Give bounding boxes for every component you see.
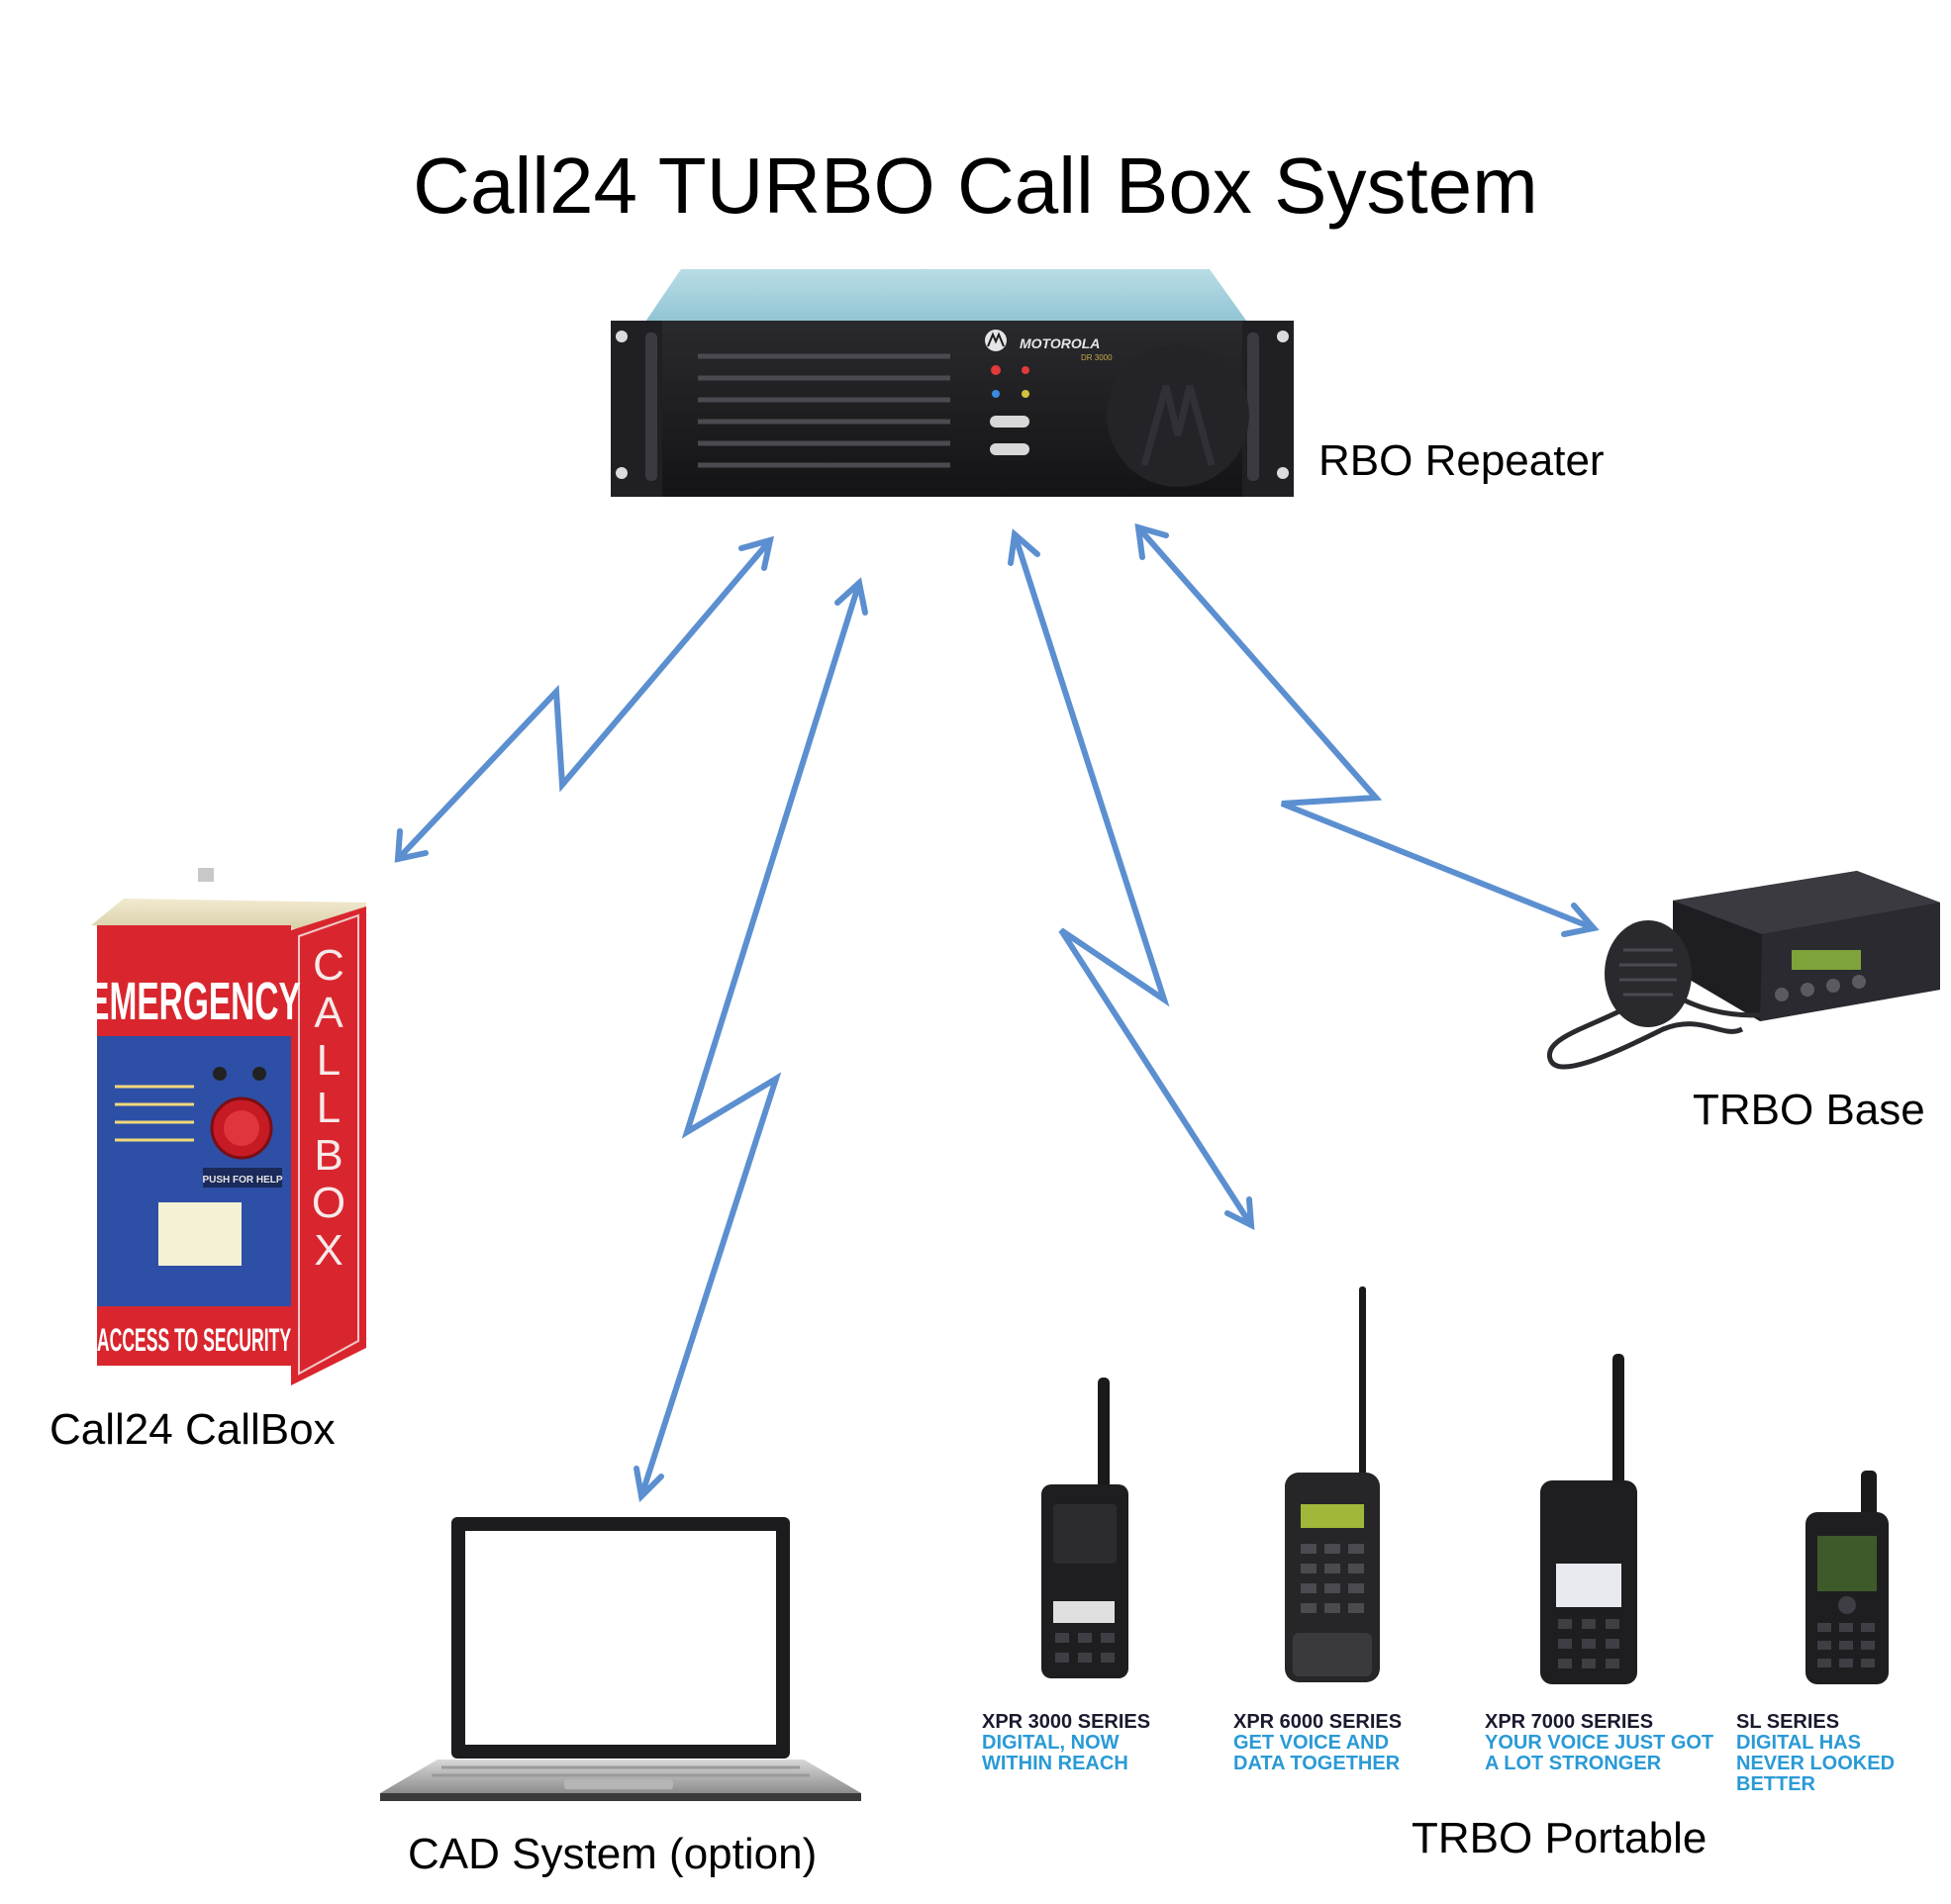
series-tagline: DIGITAL HAS NEVER LOOKED BETTER <box>1736 1732 1896 1795</box>
series-caption-xpr3000: XPR 3000 SERIES DIGITAL, NOW WITHIN REAC… <box>982 1712 1190 1774</box>
series-name: SL SERIES <box>1736 1711 1840 1733</box>
link-portable <box>1012 531 1254 1228</box>
link-cad <box>638 580 862 1499</box>
link-callbox-head-1 <box>738 535 774 571</box>
link-arrows <box>394 523 1600 1503</box>
callbox-side-letter: O <box>312 1179 345 1227</box>
callbox-button-text: PUSH FOR HELP <box>202 1175 282 1186</box>
repeater-brand: MOTOROLA <box>1020 335 1100 351</box>
portable-radio-sl <box>1805 1471 1889 1684</box>
link-portable-head-2 <box>1224 1196 1255 1231</box>
series-caption-sl: SL SERIES DIGITAL HAS NEVER LOOKED BETTE… <box>1736 1712 1930 1795</box>
repeater-label: RBO Repeater <box>1318 436 1605 485</box>
series-name: XPR 6000 SERIES <box>1233 1711 1403 1733</box>
series-tagline: DIGITAL, NOW WITHIN REACH <box>982 1732 1128 1774</box>
portable-radio-xpr6000 <box>1285 1286 1380 1682</box>
callbox-device: EMERGENCY PUSH FOR HELP ACCESS TO SECURI… <box>87 868 366 1385</box>
link-base <box>1135 524 1597 931</box>
series-tagline: YOUR VOICE JUST GOT A LOT STRONGER <box>1485 1732 1714 1774</box>
callbox-side-letter: B <box>314 1131 342 1180</box>
link-base-head-2 <box>1561 903 1600 937</box>
link-callbox-head-2 <box>394 828 429 863</box>
series-name: XPR 3000 SERIES <box>982 1711 1151 1733</box>
portable-label: TRBO Portable <box>1412 1814 1707 1862</box>
base-label: TRBO Base <box>1693 1086 1925 1134</box>
portable-radio-xpr7000 <box>1540 1354 1637 1684</box>
portable-radio-xpr3000 <box>1041 1378 1128 1678</box>
callbox-side-letter: L <box>317 1084 341 1132</box>
repeater-model: DR 3000 <box>1081 353 1113 362</box>
series-name: XPR 7000 SERIES <box>1485 1711 1654 1733</box>
callbox-side-letter: L <box>317 1036 341 1085</box>
callbox-side-letter: A <box>314 989 343 1037</box>
diagram-title: Call24 TURBO Call Box System <box>413 142 1538 230</box>
callbox-side-letter: C <box>313 941 344 990</box>
callbox-side-letter: X <box>314 1226 342 1275</box>
link-callbox <box>395 537 773 862</box>
repeater-device: MOTOROLA DR 3000 <box>611 269 1294 497</box>
callbox-label: Call24 CallBox <box>49 1405 336 1454</box>
link-cad-head-2 <box>634 1466 664 1503</box>
series-tagline: GET VOICE AND DATA TOGETHER <box>1233 1732 1401 1774</box>
callbox-footer-text: ACCESS TO SECURITY <box>97 1324 291 1359</box>
link-portable-head-1 <box>1008 528 1040 566</box>
series-caption-xpr6000: XPR 6000 SERIES GET VOICE AND DATA TOGET… <box>1233 1712 1441 1774</box>
cad-laptop-device <box>380 1517 861 1801</box>
base-radio-device <box>1546 871 1940 1070</box>
link-cad-head-1 <box>834 577 868 616</box>
link-base-head-1 <box>1134 523 1169 560</box>
cad-label: CAD System (option) <box>408 1830 818 1878</box>
callbox-header-text: EMERGENCY <box>87 971 301 1031</box>
series-caption-xpr7000: XPR 7000 SERIES YOUR VOICE JUST GOT A LO… <box>1485 1712 1714 1774</box>
